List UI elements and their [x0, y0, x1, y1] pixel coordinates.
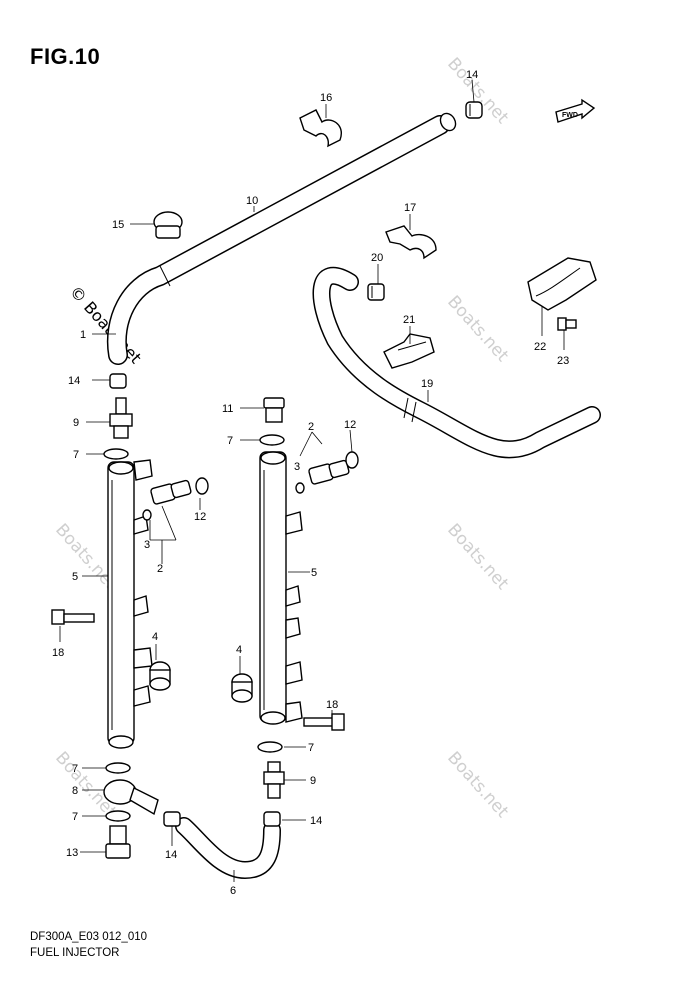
callout-5: 5: [311, 567, 317, 579]
callout-13: 13: [66, 847, 78, 859]
bracket-22: [527, 257, 597, 311]
fuel-hose-6: [175, 817, 281, 880]
hose-clamp-16: [299, 109, 342, 148]
bolt-18-right: [303, 713, 345, 731]
hose-clip-20: [367, 283, 385, 301]
fuel-rail-left: [107, 459, 153, 749]
callout-21: 21: [403, 314, 415, 326]
o-ring-3-right: [295, 482, 305, 494]
callout-labels: 14 16 10 15 17 20 21 22 23 19 1 14 9 7 1…: [52, 69, 569, 897]
leader-lines: [59, 79, 565, 882]
fuel-injector-right: [308, 459, 350, 485]
callout-14: 14: [466, 69, 478, 81]
callout-18: 18: [52, 647, 64, 659]
callout-7: 7: [73, 449, 79, 461]
callout-15: 15: [112, 219, 124, 231]
callout-5: 5: [72, 571, 78, 583]
hose-clip-14: [109, 373, 127, 389]
gasket-7: [257, 741, 283, 753]
callout-14: 14: [68, 375, 80, 387]
callout-3: 3: [294, 461, 300, 473]
callout-12: 12: [344, 419, 356, 431]
callout-7: 7: [227, 435, 233, 447]
callout-7: 7: [72, 811, 78, 823]
callout-19: 19: [421, 378, 433, 390]
callout-3: 3: [144, 539, 150, 551]
o-ring-12-right: [345, 451, 359, 469]
model-code: DF300A_E03 012_010: [30, 931, 148, 943]
gasket-7: [259, 434, 285, 446]
callout-23: 23: [557, 355, 569, 367]
callout-2: 2: [157, 563, 163, 575]
callout-10: 10: [246, 195, 258, 207]
callout-4: 4: [236, 644, 242, 656]
union-bolt-13: [105, 825, 131, 859]
bolt-23: [557, 317, 577, 331]
callout-14: 14: [310, 815, 322, 827]
gasket-7: [105, 810, 131, 822]
callout-9: 9: [310, 775, 316, 787]
callout-7: 7: [72, 763, 78, 775]
gasket-7: [105, 762, 131, 774]
union-8: [103, 779, 159, 816]
figure-title: FIG.10: [30, 44, 101, 69]
hose-clip-14: [163, 811, 181, 827]
callout-4: 4: [152, 631, 158, 643]
fuel-rail-right: [259, 451, 303, 725]
callout-2: 2: [308, 421, 314, 433]
callout-17: 17: [404, 202, 416, 214]
callout-22: 22: [534, 341, 546, 353]
fwd-arrow-badge: FWD: [555, 98, 596, 123]
hose-clamp-15: [153, 211, 183, 239]
figure-caption: FUEL INJECTOR: [30, 947, 120, 959]
grommet-4-right: [231, 673, 253, 703]
callout-1: 1: [80, 329, 86, 341]
callout-20: 20: [371, 252, 383, 264]
callout-16: 16: [320, 92, 332, 104]
hose-clip-14: [263, 811, 281, 827]
bolt-18-left: [51, 609, 95, 625]
hose-clamp-17: [385, 225, 437, 260]
fwd-label: FWD: [562, 112, 578, 119]
plug-bolt-11: [263, 397, 285, 423]
callout-6: 6: [230, 885, 236, 897]
callout-18: 18: [326, 699, 338, 711]
fuel-injector-left: [150, 479, 192, 505]
grommet-4-left: [149, 661, 171, 691]
gasket-7: [103, 448, 129, 460]
hose-clamp-21: [383, 333, 435, 369]
hose-clip-14-top: [465, 101, 483, 119]
fuel-hose-10: [106, 112, 457, 365]
o-ring-3-left: [142, 509, 152, 521]
callout-14: 14: [165, 849, 177, 861]
o-ring-12-left: [195, 477, 209, 495]
fuel-hose-19: [312, 266, 601, 459]
callout-7: 7: [308, 742, 314, 754]
callout-9: 9: [73, 417, 79, 429]
callout-12: 12: [194, 511, 206, 523]
callout-11: 11: [222, 403, 233, 415]
union-fitting-9-left: [109, 397, 133, 439]
callout-8: 8: [72, 785, 78, 797]
union-fitting-9-right: [263, 761, 285, 799]
